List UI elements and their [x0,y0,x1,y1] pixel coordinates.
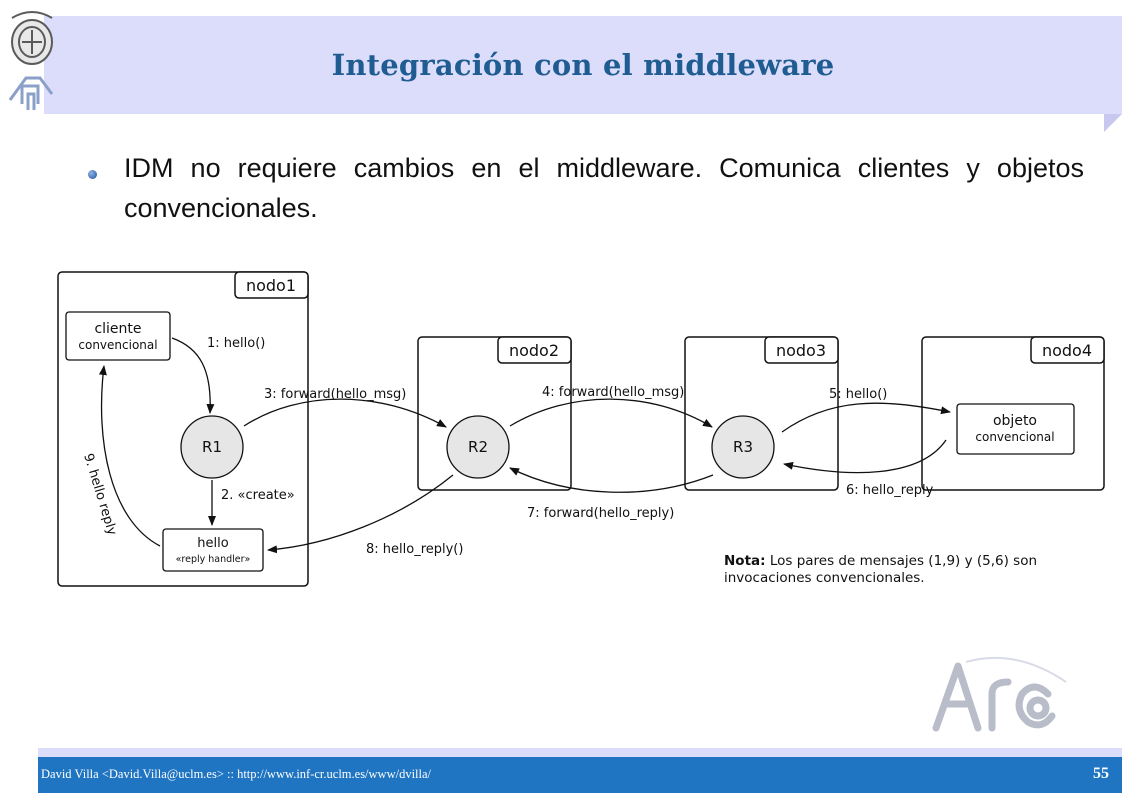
msg-7-label: 7: forward(hello_reply) [527,506,674,521]
diagram-note: Nota: Los pares de mensajes (1,9) y (5,6… [724,553,1104,587]
objeto-sublabel: convencional [975,430,1054,444]
node-nodo1: nodo1 [57,271,309,587]
router-r1: R1 [180,415,244,479]
note-text: Los pares de mensajes (1,9) y (5,6) son … [724,553,1038,586]
bullet-text: IDM no requiere cambios en el middleware… [124,153,1084,223]
page-number: 55 [1093,765,1109,782]
hello-stereotype: «reply handler» [176,554,251,565]
cliente-sublabel: convencional [78,338,157,352]
note-label: Nota: [724,553,766,569]
footer-author: David Villa <David.Villa@uclm.es> :: htt… [41,767,432,781]
page-title: Integración con el middleware [331,48,835,82]
node-label-nodo2: nodo2 [509,341,559,360]
hello-handler-box: hello «reply handler» [162,528,264,572]
arco-logo [932,656,1067,732]
arrow-4-forward [509,398,713,428]
objeto-label: objeto [993,413,1037,429]
msg-8-label: 8: hello_reply() [366,542,463,557]
node-nodo4: nodo4 [921,336,1105,491]
objeto-box: objeto convencional [956,403,1075,455]
msg-9-label: 9. hello reply [80,452,119,538]
msg-1-label: 1: hello() [207,336,265,351]
arrow-3-forward [243,398,447,428]
arrow-6-hello-reply [783,439,947,474]
msg-5-label: 5: hello() [829,387,887,402]
msg-6-label: 6: hello_reply [846,483,934,498]
node-label-nodo4: nodo4 [1042,341,1092,360]
router-r3: R3 [711,415,775,479]
cliente-label: cliente [94,321,141,337]
router-r1-label: R1 [202,438,222,456]
arrow-5-hello [781,402,951,433]
university-crest-logo [8,11,54,110]
router-r3-label: R3 [733,438,753,456]
node-label-nodo1: nodo1 [246,276,296,295]
msg-2-label: 2. «create» [221,488,295,503]
architecture-diagram: nodo1 nodo2 nodo3 nodo4 cliente convenci… [57,271,1105,587]
router-r2-label: R2 [468,438,488,456]
title-band [44,16,1122,114]
msg-4-label: 4: forward(hello_msg) [542,385,684,400]
node-label-nodo3: nodo3 [776,341,826,360]
arrow-9-hello-reply [98,365,161,547]
title-band-fold [1104,114,1122,132]
arrow-8-hello-reply [267,474,454,554]
msg-3-label: 3: forward(hello_msg) [264,387,406,402]
arrow-1-hello [171,337,215,414]
bullet-item: IDM no requiere cambios en el middleware… [88,148,1084,228]
footer-bar [38,757,1122,793]
arrow-7-forward-reply [509,467,714,493]
footer-top-band [38,748,1122,758]
hello-label: hello [197,536,228,551]
bullet-icon [88,170,97,179]
cliente-box: cliente convencional [65,311,171,361]
router-r2: R2 [446,415,510,479]
